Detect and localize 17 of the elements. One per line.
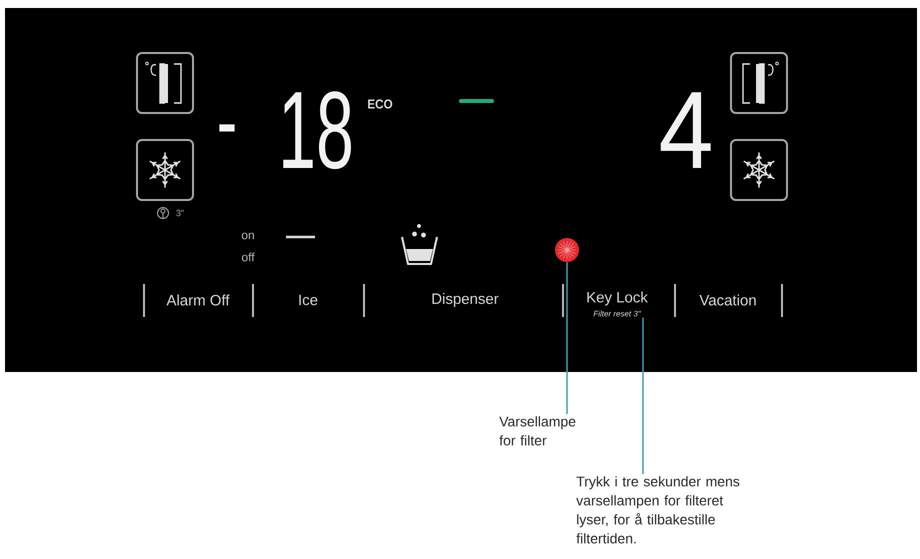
leader-line (642, 318, 644, 474)
leader-line (566, 262, 568, 414)
hold-time-label: 3" (176, 210, 184, 216)
minus-sign: - (219, 124, 235, 132)
indicator-lamp (555, 238, 579, 262)
control-label: Ice (299, 294, 318, 306)
control-label: Dispenser (432, 293, 498, 307)
display-digits: 4 (660, 92, 711, 168)
callout-text: Varsellampe for filter (499, 416, 576, 446)
mode-label: ECO (368, 99, 392, 109)
display-digits: 18 (283, 91, 351, 170)
control-label: Key Lock Filter reset 3" (587, 292, 648, 316)
callout-text: Trykk i tre sekunder mens varsellampen for filteret lyser, for å tilbakestille filtertiden. (576, 476, 740, 544)
control-label: Alarm Off (166, 294, 230, 306)
status-label: on (242, 232, 254, 240)
control-label: Vacation (699, 294, 756, 306)
status-label: off (242, 252, 255, 262)
